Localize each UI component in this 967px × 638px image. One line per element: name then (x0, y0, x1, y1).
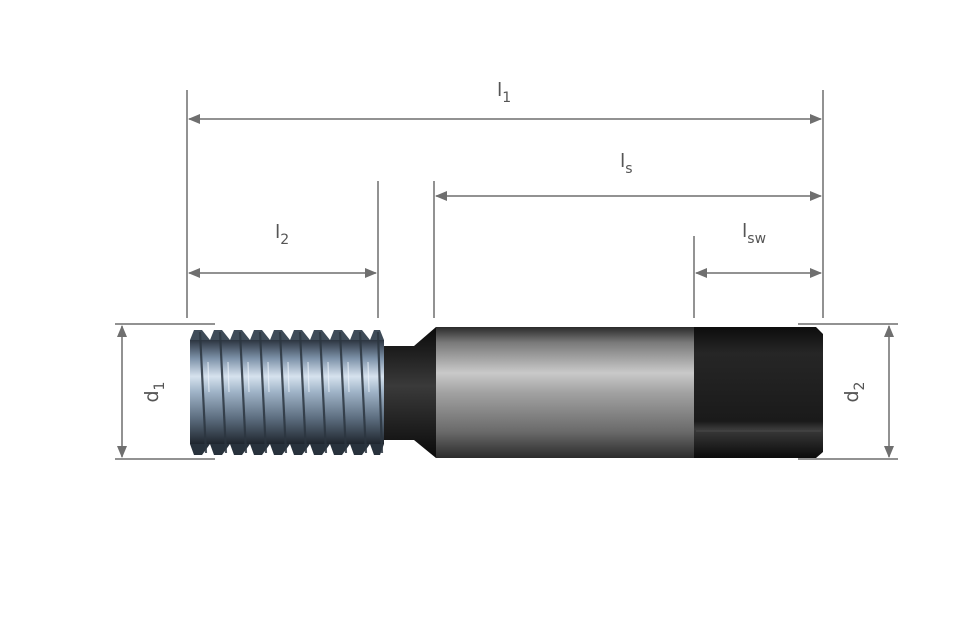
extension-lines (115, 90, 898, 460)
neck (382, 327, 436, 458)
thread-core (190, 340, 384, 444)
shank (436, 327, 694, 458)
l2-label: l2 (275, 221, 289, 248)
thread-highlights (207, 361, 370, 393)
d2-label: d2 (841, 382, 868, 403)
square-drive (694, 327, 823, 458)
ls-label: ls (620, 150, 633, 177)
thread-flank-lines (198, 331, 384, 454)
thread-teeth-bottom (190, 444, 384, 455)
thread-teeth-top (190, 330, 384, 340)
lsw-label: lsw (742, 220, 766, 247)
tap-tool (190, 327, 823, 458)
dimension-lines (117, 114, 894, 458)
d1-label: d1 (141, 382, 168, 403)
l1-label: l1 (497, 79, 511, 106)
